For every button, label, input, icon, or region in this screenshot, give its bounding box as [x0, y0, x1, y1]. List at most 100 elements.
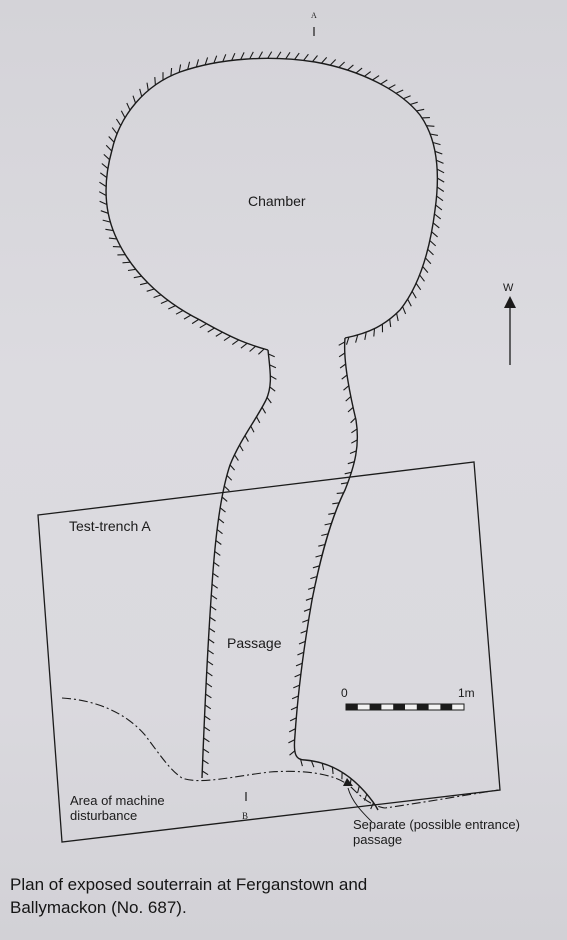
hachure-mark	[373, 328, 376, 337]
direction-arrow-head	[504, 296, 516, 308]
hachure-mark	[207, 327, 215, 333]
scale-bar-segment	[393, 704, 405, 710]
hachure-mark	[206, 671, 213, 677]
hachure-mark	[355, 67, 363, 74]
hachure-mark	[202, 759, 209, 765]
hachure-mark	[403, 95, 411, 100]
hachure-mark	[122, 261, 131, 264]
hachure-mark	[175, 310, 184, 315]
hachure-mark	[267, 51, 273, 59]
hachure-mark	[216, 529, 223, 535]
hachure-mark	[426, 125, 435, 127]
passage-east-wall	[293, 337, 379, 811]
hachure-mark	[320, 57, 328, 64]
hachure-mark	[291, 695, 299, 700]
test-trench-label: Test-trench A	[69, 518, 151, 534]
hachure-mark	[126, 102, 131, 111]
hachure-mark	[363, 71, 372, 77]
scale-bar-segment	[369, 704, 382, 710]
hachure-mark	[302, 619, 309, 623]
hachure-mark	[99, 181, 107, 187]
test-trench-outline	[37, 461, 501, 843]
hachure-mark	[99, 172, 108, 178]
hachure-mark	[258, 348, 265, 355]
hachure-mark	[219, 507, 226, 513]
hachure-mark	[422, 266, 429, 273]
hachure-mark	[295, 662, 303, 667]
hachure-mark	[249, 345, 256, 352]
hachure-mark	[315, 554, 323, 558]
hachure-mark	[425, 257, 432, 265]
hachure-mark	[111, 127, 118, 135]
machine-area-label-2: disturbance	[70, 808, 137, 823]
hachure-mark	[436, 159, 444, 164]
hachure-mark	[434, 213, 442, 220]
hachure-mark	[146, 82, 149, 91]
scale-bar	[345, 703, 465, 711]
hachure-mark	[218, 518, 225, 524]
hachure-mark	[345, 396, 352, 402]
hachure-mark	[419, 274, 425, 282]
hachure-mark	[303, 608, 311, 612]
hachure-mark	[178, 64, 182, 73]
hachure-mark	[108, 237, 117, 240]
section-b-label: B	[242, 811, 248, 821]
hachure-mark	[432, 141, 441, 146]
hachure-mark	[294, 673, 302, 678]
hachure-mark	[318, 543, 326, 547]
hachure-mark	[202, 748, 210, 754]
hachure-mark	[210, 594, 218, 600]
hachure-mark	[103, 153, 110, 161]
hachure-mark	[336, 492, 344, 494]
hachure-mark	[312, 55, 318, 62]
hachure-mark	[288, 728, 296, 733]
caption-line-2: Ballymackon (No. 687).	[10, 898, 187, 917]
hachure-mark	[294, 52, 300, 60]
hachure-mark	[204, 57, 209, 66]
hachure-mark	[297, 651, 305, 656]
hachure-mark	[345, 337, 350, 345]
hachure-mark	[430, 133, 438, 136]
hachure-mark	[321, 763, 325, 771]
hachure-mark	[213, 561, 220, 567]
hachure-mark	[427, 249, 434, 256]
hachure-mark	[202, 770, 209, 776]
figure-caption: Plan of exposed souterrain at Ferganstow…	[10, 873, 530, 919]
hachure-mark	[436, 168, 445, 174]
hachure-mark	[411, 291, 417, 299]
hachure-mark	[256, 416, 261, 424]
hachure-mark	[357, 785, 360, 793]
hachure-mark	[203, 726, 211, 732]
hachure-mark	[415, 283, 422, 291]
hachure-mark	[223, 335, 231, 342]
hachure-mark	[338, 61, 345, 68]
hachure-mark	[221, 496, 228, 502]
hachure-mark	[343, 385, 350, 391]
hachure-mark	[290, 706, 298, 711]
hachure-mark	[347, 64, 354, 71]
hachure-mark	[429, 240, 437, 247]
hachure-mark	[208, 638, 215, 644]
hachure-mark	[340, 482, 348, 485]
hachure-mark	[437, 177, 445, 183]
hachure-mark	[321, 533, 329, 537]
entrance-label-1: Separate (possible entrance)	[353, 817, 520, 832]
hachure-mark	[303, 53, 309, 61]
hachure-mark	[168, 305, 176, 310]
hachure-mark	[229, 464, 236, 471]
scale-start-label: 0	[341, 686, 348, 700]
hachure-mark	[99, 200, 108, 205]
hachure-mark	[293, 684, 300, 689]
machine-disturbance-boundary	[61, 697, 499, 809]
hachure-mark	[195, 59, 200, 68]
hachure-mark	[344, 471, 352, 475]
hachure-mark	[204, 715, 211, 721]
hachure-mark	[372, 75, 380, 81]
hachure-mark	[258, 51, 263, 59]
hachure-mark	[205, 693, 212, 699]
hachure-marks	[98, 51, 445, 810]
hachure-mark	[210, 605, 217, 611]
hachure-mark	[115, 118, 122, 126]
